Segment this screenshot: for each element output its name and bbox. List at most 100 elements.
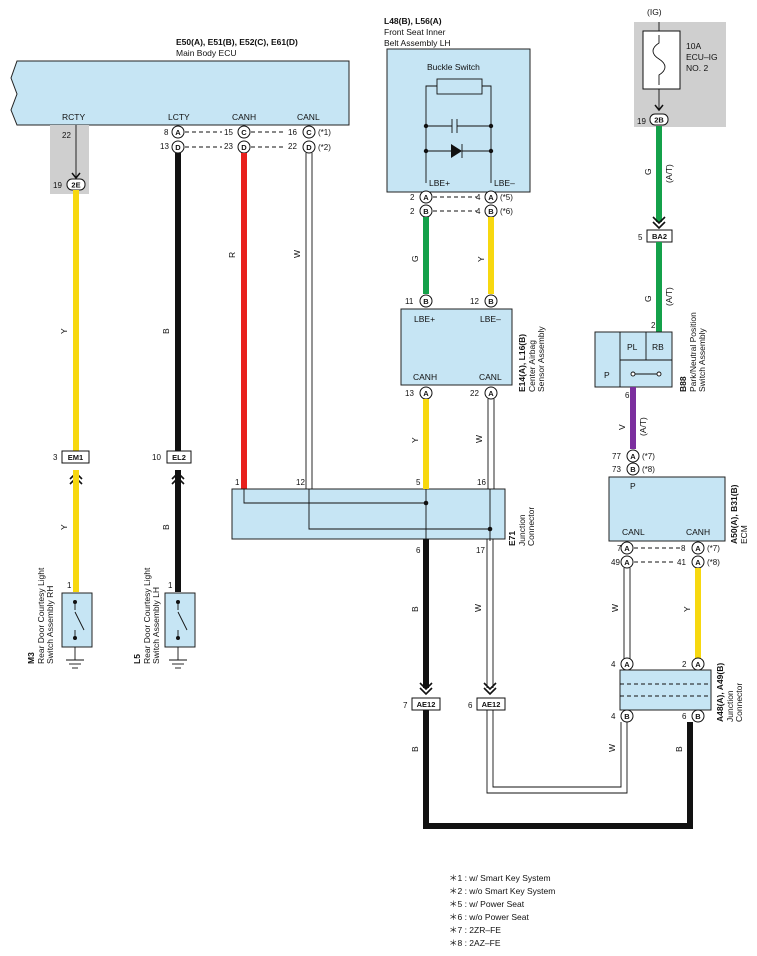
buckle-pin-4a: 4 xyxy=(476,193,481,202)
main-ecu-box xyxy=(10,60,350,126)
ae12-pin-7: 7 xyxy=(403,701,408,710)
connector-ae12-right xyxy=(476,697,506,711)
airbag-name-1: Center Airbag xyxy=(527,340,537,392)
pnp-pin-2: 2 xyxy=(651,321,656,330)
pin-a-letter: A xyxy=(175,128,181,137)
pnp-name-2: Switch Assembly xyxy=(697,327,707,392)
l5-switch-box xyxy=(164,592,196,648)
wire-label-y3: Y xyxy=(476,256,486,262)
buckle-pin-lbe-plus: LBE+ xyxy=(429,178,450,188)
a48-pin-6b: 6 xyxy=(682,712,687,721)
wire-label-w5: W xyxy=(610,604,620,612)
ecm-pin-a-49: A xyxy=(624,558,630,567)
ecm-pin-a-8: A xyxy=(695,544,701,553)
ecm-p: P xyxy=(630,481,636,491)
pnp-cell-rb: RB xyxy=(652,342,664,352)
pin-label-lcty: LCTY xyxy=(168,112,190,122)
main-ecu-name: Main Body ECU xyxy=(176,48,236,58)
a48-pin-b2: B xyxy=(695,712,701,721)
buckle-box xyxy=(386,48,531,193)
airbag-canh: CANH xyxy=(413,372,437,382)
connector-2e-label: 2E xyxy=(71,181,80,190)
wire-label-w1: W xyxy=(292,250,302,258)
wire-label-v: V xyxy=(617,424,627,430)
pnp-name-1: Park/Neutral Position xyxy=(688,312,698,392)
ecm-pin-7: 7 xyxy=(617,544,622,553)
ba2-chevron xyxy=(652,216,666,230)
a48-name-2: Connector xyxy=(734,683,744,722)
a48-pin-2a: 2 xyxy=(682,660,687,669)
wire-label-b3: B xyxy=(410,606,420,612)
e71-pin-16: 16 xyxy=(477,478,486,487)
note-2: (*2) xyxy=(318,143,331,152)
pin-22-rcty: 22 xyxy=(62,131,71,140)
airbag-pin-b1: B xyxy=(423,297,429,306)
legend-item: ＊2 : w/o Smart Key System xyxy=(449,885,556,896)
ecu-canl-pins: 16 C (*1) 22 D (*2) xyxy=(288,125,331,154)
legend-item: ＊7 : 2ZR–FE xyxy=(449,924,501,935)
a48-codes: A48(A), A49(B) xyxy=(715,663,725,722)
wire-label-g3: G xyxy=(643,295,653,302)
pin-c-canh xyxy=(237,125,251,139)
ecm-codes: A50(A), B31(B) xyxy=(729,484,739,544)
wire-label-b1: B xyxy=(161,328,171,334)
wire-label-g2: G xyxy=(643,168,653,175)
pnp-box xyxy=(594,331,673,388)
buckle-name-2: Belt Assembly LH xyxy=(384,38,451,48)
pin-3-em1: 3 xyxy=(53,453,58,462)
a48-pin-4b: 4 xyxy=(611,712,616,721)
wire-label-r: R xyxy=(227,252,237,258)
pin-d-canl xyxy=(302,140,316,154)
connector-ae12-right-label: AE12 xyxy=(482,700,501,709)
airbag-lbe-plus: LBE+ xyxy=(414,314,435,324)
fuse-element xyxy=(652,35,666,85)
e71-pin-1: 1 xyxy=(235,478,240,487)
pin-c-canl xyxy=(302,125,316,139)
buckle-codes: L48(B), L56(A) xyxy=(384,16,442,26)
l5-code: L5 xyxy=(132,654,142,664)
airbag-pin-b2: B xyxy=(488,297,494,306)
airbag-pin-11: 11 xyxy=(405,297,414,306)
pin-c-letter-2: C xyxy=(306,128,312,137)
pin-15: 15 xyxy=(224,128,233,137)
wire-w-loop-b xyxy=(492,710,622,788)
buckle-pin-b2: B xyxy=(488,207,494,216)
legend-item: ＊5 : w/ Power Seat xyxy=(449,898,525,909)
ecm-pin-49: 49 xyxy=(611,558,620,567)
pin-d-letter: D xyxy=(175,143,181,152)
e71-box xyxy=(231,488,506,540)
wire-label-w2: W xyxy=(474,435,484,443)
fuse-name-2: NO. 2 xyxy=(686,63,708,73)
wire-label-g1: G xyxy=(410,255,420,262)
ecm: 77 A (*7) 73 B (*8) P CANL CANH A50(A), … xyxy=(608,449,749,569)
ig-fuse: (IG) 10A ECU–IG NO. 2 19 2B xyxy=(634,7,726,127)
ecm-pin-77: 77 xyxy=(612,452,621,461)
buckle-pins: 2 A 2 B 4 A (*5) 4 B (*6) xyxy=(410,190,513,218)
buckle-pin-b: B xyxy=(423,207,429,216)
m3-switch: M3 Rear Door Courtesy Light Switch Assem… xyxy=(26,567,93,669)
ae12-chevron-left xyxy=(419,682,433,696)
ecm-note-7b: (*7) xyxy=(707,544,720,553)
e71-pin-17: 17 xyxy=(476,546,485,555)
airbag-pin-a1: A xyxy=(423,389,429,398)
l5-switch: L5 Rear Door Courtesy Light Switch Assem… xyxy=(132,567,196,669)
wire-label-w3: W xyxy=(473,604,483,612)
legend-item: ＊6 : w/o Power Seat xyxy=(449,911,529,922)
main-body-ecu: E50(A), E51(B), E52(C), E61(D) Main Body… xyxy=(10,37,350,126)
connector-em1-label: EM1 xyxy=(68,453,83,462)
l5-name-2: Switch Assembly LH xyxy=(151,587,161,664)
pin-label-canl: CANL xyxy=(297,112,320,122)
wire-label-at2: (A/T) xyxy=(664,287,674,306)
ae12-pin-6: 6 xyxy=(468,701,473,710)
pin-23: 23 xyxy=(224,142,233,151)
pnp-cell-pl: PL xyxy=(627,342,638,352)
fuse-amp: 10A xyxy=(686,41,701,51)
e71-pin-5: 5 xyxy=(416,478,421,487)
connector-el2 xyxy=(166,450,192,464)
buckle-pin-2a: 2 xyxy=(410,193,415,202)
ecm-note-8b: (*8) xyxy=(707,558,720,567)
buckle-pin-a: A xyxy=(423,193,429,202)
ecm-canh: CANH xyxy=(686,527,710,537)
a48-pin-a2: A xyxy=(695,660,701,669)
